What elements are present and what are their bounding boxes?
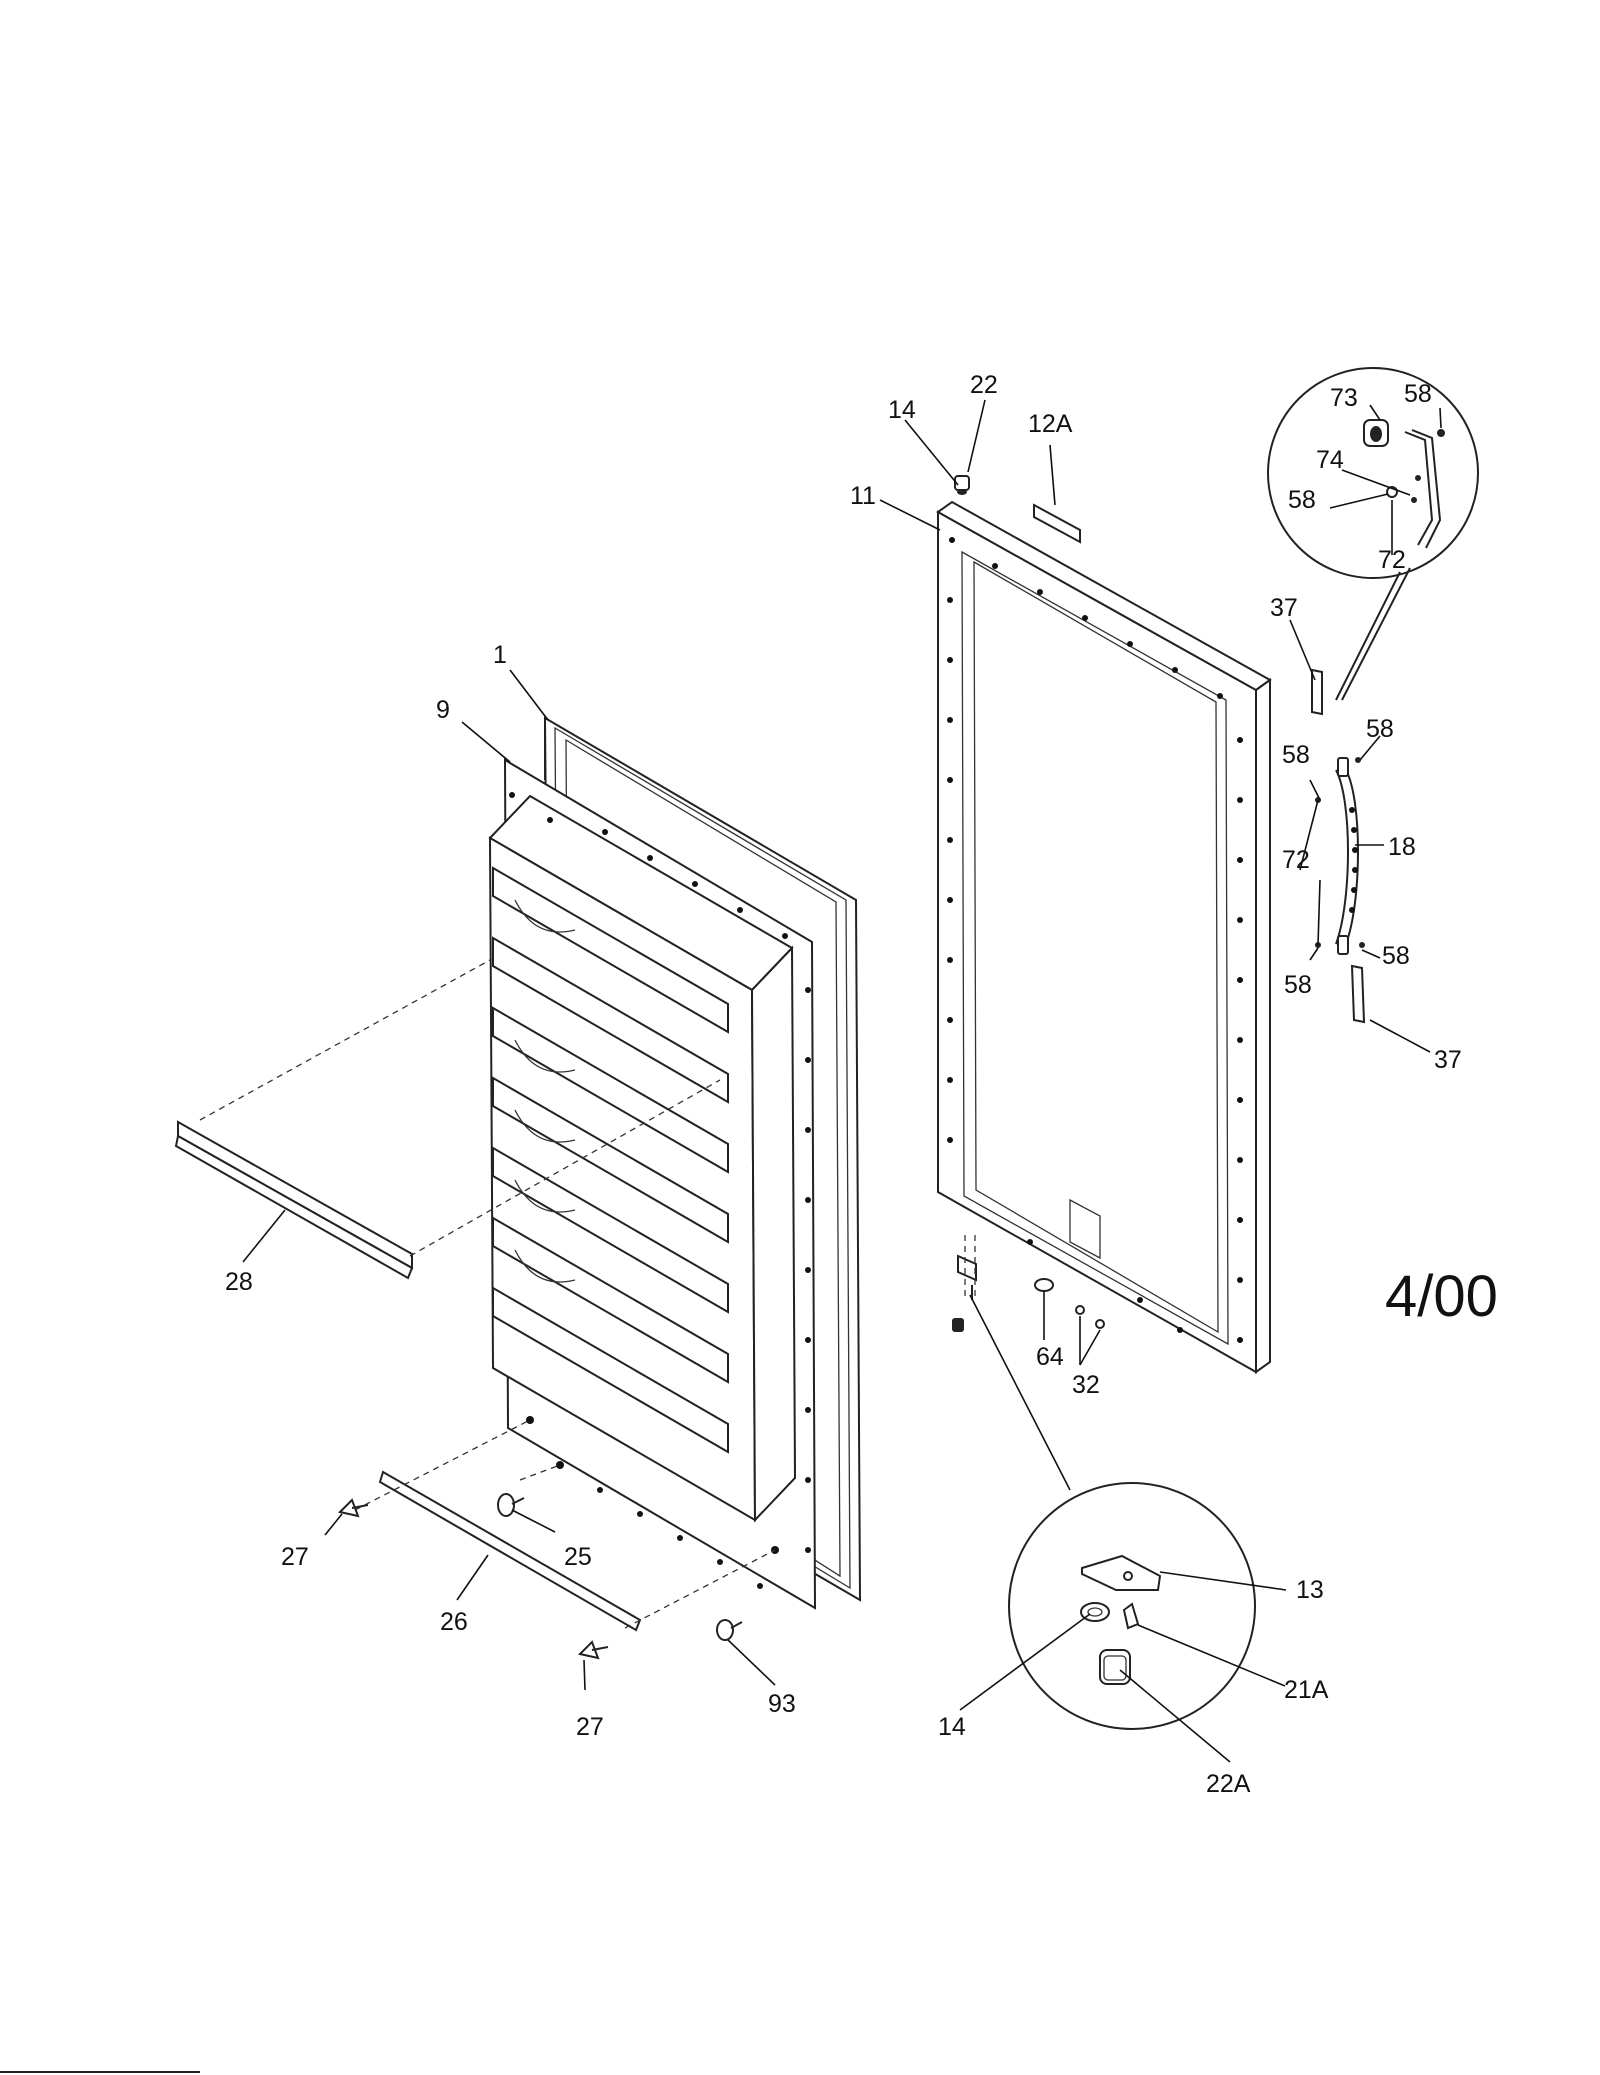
shelf-rail-28 bbox=[174, 959, 721, 1280]
leader-lines bbox=[242, 399, 1442, 1763]
door-shelves bbox=[492, 866, 729, 1454]
handle-detail-inset bbox=[1267, 367, 1479, 579]
label-part-12a: 12A bbox=[1028, 410, 1073, 438]
screw-27-lower bbox=[578, 1640, 609, 1660]
label-part-72-inset: 72 bbox=[1378, 546, 1406, 574]
label-part-26: 26 bbox=[440, 1608, 468, 1636]
bottom-rail-26 bbox=[354, 1419, 776, 1632]
label-part-22-top: 22 bbox=[970, 371, 998, 399]
screw-27-upper bbox=[338, 1498, 369, 1518]
label-part-32: 32 bbox=[1072, 1371, 1100, 1399]
bottom-hinge-parts bbox=[952, 1235, 1105, 1332]
label-part-9: 9 bbox=[436, 696, 450, 724]
label-part-14-inset: 14 bbox=[938, 1713, 966, 1741]
label-part-27-lower: 27 bbox=[576, 1713, 604, 1741]
label-part-72-side: 72 bbox=[1282, 846, 1310, 874]
part-labels: 1 9 11 12A 14 22 73 58 74 58 72 37 58 58… bbox=[225, 371, 1498, 1798]
label-part-25: 25 bbox=[564, 1543, 592, 1571]
label-part-28: 28 bbox=[225, 1268, 253, 1296]
label-part-22a: 22A bbox=[1206, 1770, 1251, 1798]
panel-holes bbox=[947, 537, 1243, 1343]
screw-25 bbox=[497, 1493, 525, 1517]
handle-assembly bbox=[1311, 567, 1411, 1024]
liner-holes bbox=[509, 792, 811, 1589]
door-liner bbox=[488, 758, 817, 1610]
label-part-1: 1 bbox=[493, 641, 507, 669]
handle-grip-dots bbox=[1349, 807, 1358, 913]
label-part-11: 11 bbox=[850, 482, 876, 510]
label-part-21a: 21A bbox=[1284, 1676, 1329, 1704]
outer-door-panel bbox=[936, 500, 1272, 1374]
plug-22 bbox=[954, 475, 970, 495]
label-part-74: 74 bbox=[1316, 446, 1344, 474]
label-part-58-right-upper: 58 bbox=[1366, 715, 1394, 743]
label-part-14-top: 14 bbox=[888, 396, 916, 424]
label-part-58-left-lower: 58 bbox=[1284, 971, 1312, 999]
label-part-93: 93 bbox=[768, 1690, 796, 1718]
label-part-58-inset-top: 58 bbox=[1404, 380, 1432, 408]
label-part-37-lower: 37 bbox=[1434, 1046, 1462, 1074]
label-part-58-left-upper: 58 bbox=[1282, 741, 1310, 769]
label-part-58-right-lower: 58 bbox=[1382, 942, 1410, 970]
screw-93 bbox=[716, 1619, 743, 1641]
label-part-37-upper: 37 bbox=[1270, 594, 1298, 622]
hinge-detail-inset bbox=[969, 1294, 1256, 1730]
label-part-27-upper: 27 bbox=[281, 1543, 309, 1571]
label-part-73: 73 bbox=[1330, 384, 1358, 412]
label-part-13: 13 bbox=[1296, 1576, 1324, 1604]
label-part-58-inset-left: 58 bbox=[1288, 486, 1316, 514]
label-plate-12a bbox=[1033, 503, 1081, 544]
label-part-64: 64 bbox=[1036, 1343, 1064, 1371]
date-code: 4/00 bbox=[1385, 1264, 1498, 1329]
label-part-18: 18 bbox=[1388, 833, 1416, 861]
